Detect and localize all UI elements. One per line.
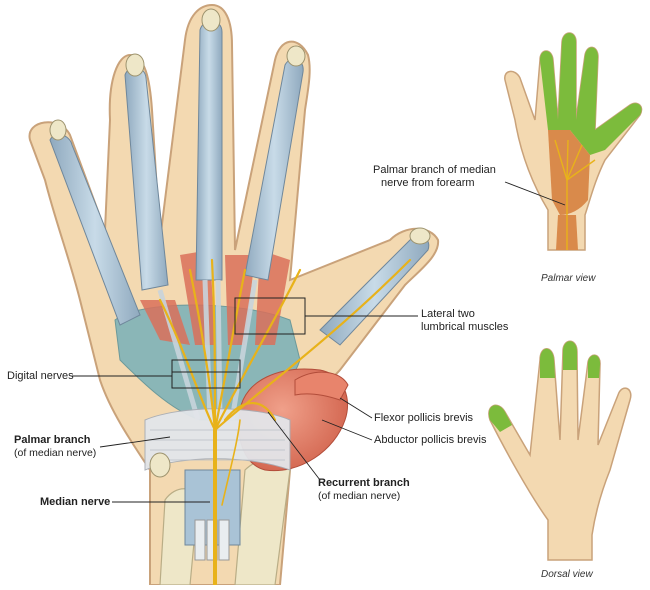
flexor-retinaculum — [144, 408, 291, 471]
leader-lines — [72, 181, 566, 503]
label-digital-nerves: Digital nerves — [7, 370, 74, 382]
caption-palmar-view: Palmar view — [541, 273, 596, 284]
dorsal-view-hand — [488, 340, 632, 561]
label-line: Recurrent branch — [318, 477, 410, 489]
dorsal-view-skin — [488, 340, 632, 561]
label-lateral-lumbricals: Lateral two lumbrical muscles — [421, 308, 508, 334]
label-line: lumbrical muscles — [421, 321, 509, 333]
label-recurrent-branch: Recurrent branch (of median nerve) — [318, 477, 410, 503]
label-line: Palmar branch of median — [373, 164, 496, 176]
digital-nerves-callout-box — [171, 359, 241, 389]
sheath-middle-finger — [195, 20, 223, 281]
label-abductor-pollicis-brevis: Abductor pollicis brevis — [374, 434, 487, 446]
palmar-view-hand — [504, 32, 643, 251]
label-palmar-branch: Palmar branch (of median nerve) — [14, 434, 96, 460]
retinaculum-fibers — [150, 429, 285, 461]
dorsal-view-green-tips — [488, 341, 601, 432]
label-line: Palmar branch — [14, 434, 91, 446]
label-line: Lateral two — [421, 308, 475, 320]
finger-tips — [49, 8, 431, 245]
label-line: (of median nerve) — [14, 447, 97, 459]
label-flexor-pollicis-brevis: Flexor pollicis brevis — [374, 412, 474, 424]
pisiform-bone — [149, 452, 171, 478]
palmar-view-green-territory — [540, 33, 642, 155]
main-hand — [28, 3, 440, 587]
lumbrical-muscle-1 — [140, 300, 190, 345]
label-median-nerve: Median nerve — [40, 496, 111, 508]
label-palmar-branch-forearm: Palmar branch of median nerve from forea… — [373, 164, 496, 190]
forearm-tendons — [184, 469, 241, 561]
label-line: nerve from forearm — [381, 177, 475, 189]
caption-dorsal-view: Dorsal view — [541, 569, 593, 580]
label-line: (of median nerve) — [318, 490, 401, 502]
palmar-view-nerves — [554, 139, 596, 250]
flexor-pollicis-brevis-muscle — [294, 371, 349, 401]
